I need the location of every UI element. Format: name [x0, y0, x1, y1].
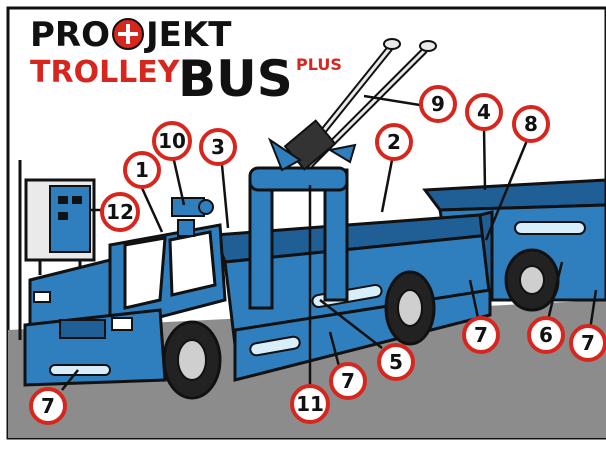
trailer-highlight	[515, 222, 585, 234]
logo-plus: PLUS	[296, 55, 342, 74]
svg-text:11: 11	[296, 392, 324, 416]
svg-text:12: 12	[106, 200, 134, 224]
svg-text:8: 8	[524, 112, 538, 136]
plus-cross-icon	[113, 19, 143, 49]
rear-wheel	[386, 272, 434, 344]
callout-badge-6: 6	[529, 318, 563, 352]
windshield	[125, 238, 165, 308]
callout-badge-7-rear: 7	[464, 318, 498, 352]
callout-badge-10: 10	[154, 123, 190, 159]
callout-badge-9: 9	[421, 87, 455, 121]
callout-badge-5: 5	[379, 345, 413, 379]
svg-text:5: 5	[389, 350, 403, 374]
front-wheel	[164, 322, 220, 398]
charging-station	[26, 180, 94, 275]
callout-badge-1: 1	[125, 153, 159, 187]
callout-badge-2: 2	[377, 125, 411, 159]
svg-text:9: 9	[431, 92, 445, 116]
svg-text:3: 3	[211, 135, 225, 159]
callout-badge-3: 3	[201, 130, 235, 164]
callout-badge-4: 4	[467, 95, 501, 129]
grille	[60, 320, 105, 338]
svg-text:1: 1	[135, 158, 149, 182]
logo-bus: BUS	[178, 50, 293, 108]
headlight-left	[34, 292, 50, 302]
svg-text:7: 7	[41, 394, 55, 418]
callout-badge-7-front: 7	[31, 389, 65, 423]
bumper-highlight	[50, 365, 110, 375]
callout-badge-8: 8	[514, 107, 548, 141]
logo-line1-b: JEKT	[144, 15, 232, 55]
callout-badge-7-skirt: 7	[331, 364, 365, 398]
logo-trolley: TROLLEY	[30, 55, 181, 90]
svg-text:7: 7	[341, 369, 355, 393]
svg-text:4: 4	[477, 100, 491, 124]
svg-text:10: 10	[158, 129, 186, 153]
callout-badge-7-trailer: 7	[571, 326, 605, 360]
side-window	[170, 232, 215, 295]
svg-text:6: 6	[539, 323, 553, 347]
callout-badge-12: 12	[102, 194, 138, 230]
svg-text:2: 2	[387, 130, 401, 154]
svg-text:7: 7	[474, 323, 488, 347]
headlight-right	[112, 318, 132, 330]
callout-badge-11: 11	[292, 386, 328, 422]
svg-text:7: 7	[581, 331, 595, 355]
logo-line1-a: PRO	[30, 15, 110, 55]
